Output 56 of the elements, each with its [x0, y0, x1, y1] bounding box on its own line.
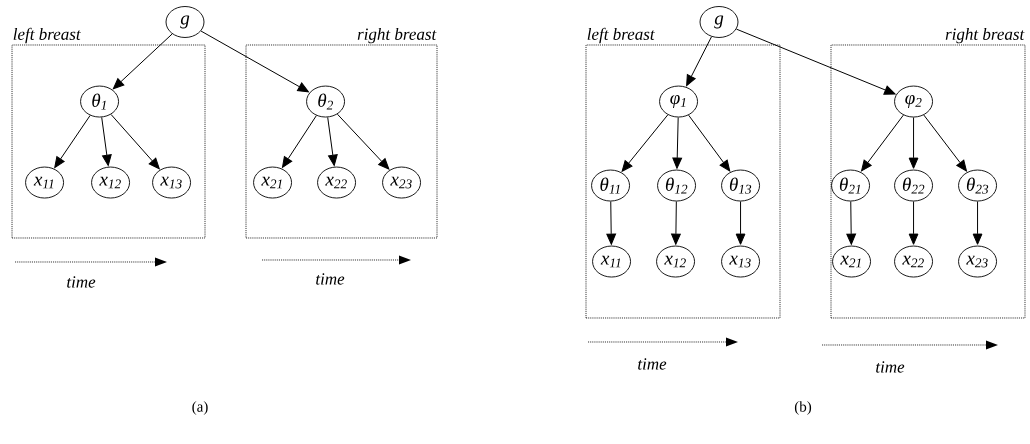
variable-node: θ$_{2}$ — [306, 85, 345, 118]
arrow — [54, 115, 91, 169]
panel-label: (b) — [794, 401, 812, 415]
node-label: right breast — [945, 27, 1025, 44]
arrow — [735, 201, 746, 245]
arrow — [688, 114, 731, 172]
variable-node: x$_{13}$ — [152, 166, 191, 199]
variable-node: φ$_{2}$ — [894, 85, 933, 118]
variable-node: x$_{12}$ — [656, 245, 695, 278]
arrow — [110, 113, 160, 170]
arrow — [112, 33, 173, 90]
variable-node: θ$_{13}$ — [721, 169, 760, 202]
variable-node: x$_{22}$ — [894, 245, 933, 278]
node-label: right breast — [357, 27, 437, 44]
axis-label: time — [876, 361, 905, 373]
variable-node: x$_{21}$ — [253, 166, 292, 199]
arrow — [671, 201, 681, 245]
arrow — [686, 36, 712, 87]
arrow — [846, 201, 857, 245]
arrow — [672, 117, 683, 169]
arrow — [972, 201, 983, 245]
variable-node: x$_{22}$ — [317, 166, 356, 199]
arrow — [861, 114, 904, 172]
variable-node: θ$_{11}$ — [591, 169, 630, 202]
node-label: left breast — [587, 27, 655, 44]
variable-node: x$_{23}$ — [382, 166, 421, 199]
variable-node: θ$_{1}$ — [80, 85, 119, 118]
axis-label: time — [638, 358, 667, 370]
arrow — [908, 117, 919, 169]
variable-node: x$_{11}$ — [592, 245, 631, 278]
node-label: left breast — [13, 27, 81, 44]
arrow — [908, 201, 919, 245]
arrow — [336, 113, 390, 170]
variable-node: x$_{21}$ — [832, 245, 871, 278]
axis-label: time — [67, 276, 96, 288]
arrow — [606, 201, 617, 245]
arrow — [200, 30, 309, 93]
variable-node: θ$_{22}$ — [894, 169, 933, 202]
arrow — [735, 28, 896, 95]
variable-node: x$_{12}$ — [91, 166, 130, 199]
variable-node: x$_{11}$ — [25, 166, 64, 199]
arrow — [327, 116, 338, 166]
arrow — [281, 115, 317, 168]
variable-node: x$_{23}$ — [958, 245, 997, 278]
variable-node: θ$_{23}$ — [958, 169, 997, 202]
arrow — [101, 116, 112, 166]
variable-node: g — [165, 6, 205, 38]
variable-node: x$_{13}$ — [721, 245, 760, 278]
arrow — [923, 114, 967, 172]
panel-label: (a) — [192, 401, 208, 415]
axis-label: time — [316, 273, 345, 285]
variable-node: θ$_{21}$ — [831, 169, 870, 202]
variable-node: g — [699, 6, 739, 38]
variable-node: φ$_{1}$ — [659, 85, 698, 118]
arrow — [621, 114, 669, 172]
variable-node: θ$_{12}$ — [657, 169, 696, 202]
